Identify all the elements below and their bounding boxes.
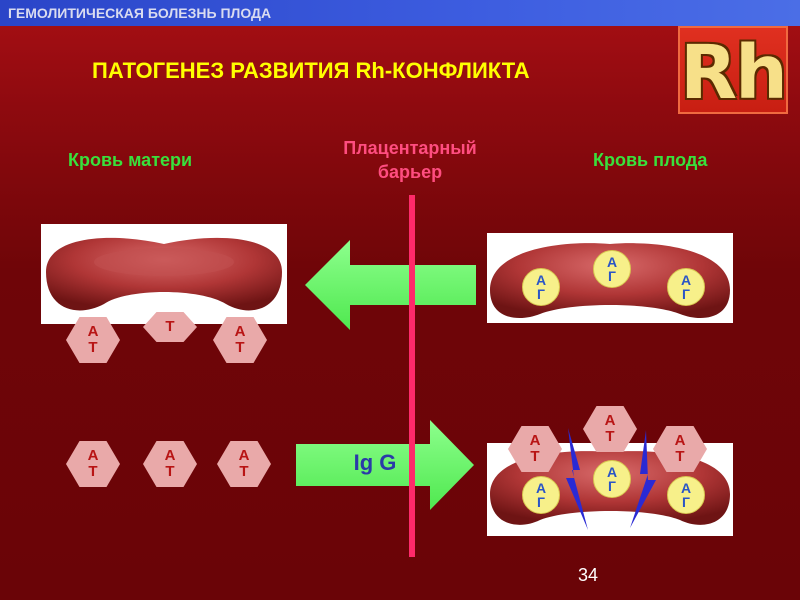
antibody-transfer-arrow — [296, 420, 474, 510]
rh-logo-text: Rh — [680, 30, 788, 116]
mother-cell-dimple — [94, 248, 234, 276]
header-bar: ГЕМОЛИТИЧЕСКАЯ БОЛЕЗНЬ ПЛОДА — [0, 0, 800, 26]
slide-title: ПАТОГЕНЕЗ РАЗВИТИЯ Rh-КОНФЛИКТА — [92, 58, 530, 83]
mother-blood-label: Кровь матери — [68, 150, 193, 170]
lightning-bolt-icon — [566, 428, 588, 530]
placental-barrier-line — [409, 195, 415, 557]
barrier-label-1: Плацентарный — [343, 138, 477, 158]
antigen-transfer-arrow — [305, 240, 476, 330]
header-title: ГЕМОЛИТИЧЕСКАЯ БОЛЕЗНЬ ПЛОДА — [8, 5, 272, 21]
page-number: 34 — [578, 565, 599, 585]
fetus-blood-label: Кровь плода — [593, 150, 708, 170]
igg-label: Ig G — [353, 450, 397, 475]
barrier-label-2: барьер — [377, 162, 443, 182]
rh-logo: Rh — [678, 26, 788, 116]
antibody-hexagon: Т — [143, 312, 197, 342]
